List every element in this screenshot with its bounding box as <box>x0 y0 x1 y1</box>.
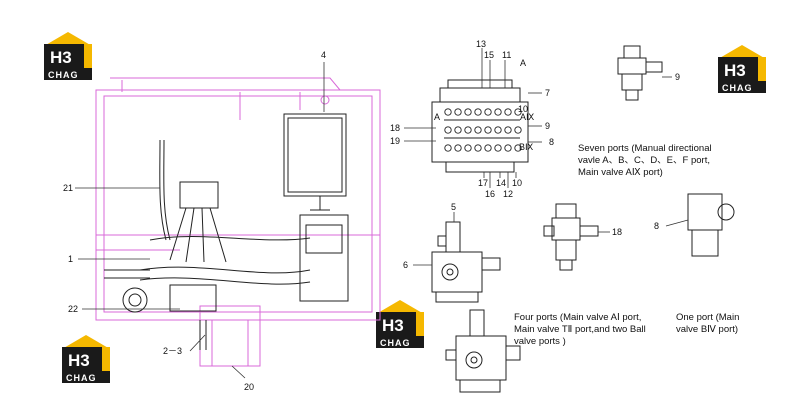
callout-21: 21 <box>63 183 73 193</box>
caption-one-line-2: valve BⅣ port) <box>676 324 738 335</box>
lower-valve <box>445 309 521 393</box>
callout-2-3: 2－3 <box>163 346 182 356</box>
pilot-valve <box>413 212 501 303</box>
logo-mark: H3 <box>724 61 746 80</box>
valve-port-icon <box>504 144 512 152</box>
callout-18-fitting: 18 <box>612 227 622 237</box>
valve-port-icon <box>464 108 472 116</box>
valve-port-icon <box>444 126 452 134</box>
logo-bottom-left: H3 CHAG <box>62 335 110 383</box>
valve-port-icon <box>484 126 492 134</box>
caption-four-line-3: valve ports ) <box>514 336 566 347</box>
machine-frame <box>95 77 381 367</box>
callout-8-valve: 8 <box>549 137 554 147</box>
valve-port-icon <box>474 108 482 116</box>
callout-20: 20 <box>244 382 254 392</box>
valve-port-icon <box>474 126 482 134</box>
caption-four-ports: Four ports (Main valve AⅠ port, Main val… <box>514 312 646 347</box>
fitting-18 <box>543 203 610 271</box>
callout-11: 11 <box>502 50 511 60</box>
logo-text: CHAG <box>380 338 411 348</box>
valve-port-icon <box>494 144 502 152</box>
caption-seven-ports: Seven ports (Manual directional vavle A、… <box>578 143 712 178</box>
callout-22: 22 <box>68 304 78 314</box>
leader-lines-valve <box>404 48 542 188</box>
logo-top-right: H3 CHAG <box>718 45 766 93</box>
callout-8-fitting: 8 <box>654 221 659 231</box>
callout-9-valve: 9 <box>545 121 550 131</box>
logo-mark: H3 <box>382 316 404 335</box>
valve-mark-a: A <box>434 112 440 122</box>
callout-18-valve: 18 <box>390 123 400 133</box>
caption-four-line-2: Main valve TⅡ port,and two Ball <box>514 324 646 335</box>
valve-port-icon <box>514 144 522 152</box>
callout-19: 19 <box>390 136 400 146</box>
valve-port-icon <box>514 126 522 134</box>
valve-mark-aix: AⅨ <box>520 112 534 122</box>
logo-mark: H3 <box>50 48 72 67</box>
valve-port-icon <box>484 144 492 152</box>
callout-10-top: 10 <box>518 104 528 114</box>
valve-port-icon <box>464 144 472 152</box>
valve-port-icon <box>454 108 462 116</box>
valve-port-icon <box>454 126 462 134</box>
logo-text: CHAG <box>48 70 79 80</box>
valve-port-icon <box>464 126 472 134</box>
valve-block <box>431 79 529 173</box>
callout-a: A <box>520 58 526 68</box>
logo-text: CHAG <box>722 83 753 93</box>
caption-four-line-1: Four ports (Main valve AⅠ port, <box>514 312 641 323</box>
valve-port-icon <box>494 108 502 116</box>
callout-13: 13 <box>476 39 486 49</box>
callout-7: 7 <box>545 88 550 98</box>
callout-16: 16 <box>485 189 495 199</box>
callout-15: 15 <box>484 50 494 60</box>
caption-one-line-1: One port (Main <box>676 312 739 323</box>
caption-one-port: One port (Main valve BⅣ port) <box>676 312 739 335</box>
logo-mark: H3 <box>68 351 90 370</box>
valve-mark-bix: BⅨ <box>519 142 533 152</box>
callout-10: 10 <box>512 178 522 188</box>
valve-port-icon <box>504 126 512 134</box>
logo-text: CHAG <box>66 373 97 383</box>
callout-1: 1 <box>68 254 73 264</box>
valve-port-icon <box>494 126 502 134</box>
valve-port-icon <box>444 108 452 116</box>
callout-14: 14 <box>496 178 506 188</box>
fitting-9 <box>617 45 672 101</box>
valve-port-icon <box>504 108 512 116</box>
callout-6: 6 <box>403 260 408 270</box>
leader-lines-main <box>75 62 325 379</box>
machine-internals <box>104 113 349 350</box>
valve-port-icon <box>484 108 492 116</box>
valve-port-icon <box>444 144 452 152</box>
valve-port-icon <box>454 144 462 152</box>
callout-5: 5 <box>451 202 456 212</box>
callout-9-fitting: 9 <box>675 72 680 82</box>
valve-port-icon <box>474 144 482 152</box>
valve-port-icon <box>514 108 522 116</box>
callout-4: 4 <box>321 50 326 60</box>
caption-seven-line-2: vavle A、B、C、D、E、F port, <box>578 155 710 166</box>
callout-12: 12 <box>503 189 513 199</box>
logo-top-left: H3 CHAG <box>44 32 92 80</box>
fitting-8 <box>665 193 735 257</box>
valve-ports <box>444 108 522 152</box>
caption-seven-line-3: Main valve AⅨ port) <box>578 167 663 178</box>
callout-17: 17 <box>478 178 488 188</box>
logo-middle: H3 CHAG <box>376 300 424 348</box>
caption-seven-line-1: Seven ports (Manual directional <box>578 143 712 154</box>
